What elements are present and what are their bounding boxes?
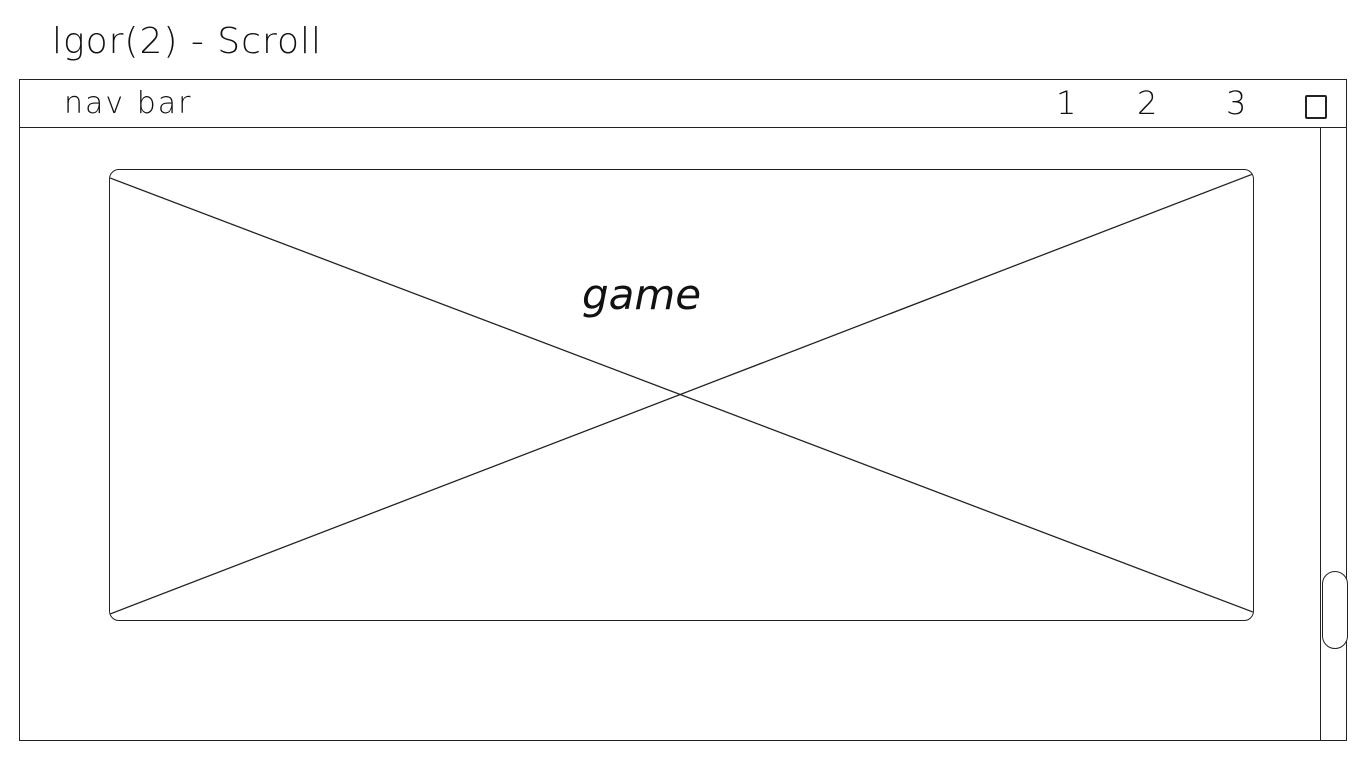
nav-link-1[interactable]: 1: [1056, 84, 1077, 122]
image-placeholder-x-icon: [110, 173, 1253, 615]
game-placeholder[interactable]: game: [109, 169, 1254, 621]
nav-brand[interactable]: nav bar: [64, 86, 193, 121]
main-content: game: [20, 128, 1320, 740]
browser-frame: nav bar 1 2 3 game: [19, 79, 1348, 741]
nav-link-3[interactable]: 3: [1226, 84, 1247, 122]
scrollbar-thumb[interactable]: [1322, 571, 1348, 649]
sketch-title: lgor(2) - Scroll: [52, 21, 322, 62]
nav-bar: nav bar 1 2 3: [20, 80, 1346, 128]
nav-link-2[interactable]: 2: [1137, 84, 1158, 122]
game-label: game: [582, 270, 702, 319]
scrollbar-track[interactable]: [1320, 128, 1348, 740]
square-icon[interactable]: [1305, 95, 1327, 119]
